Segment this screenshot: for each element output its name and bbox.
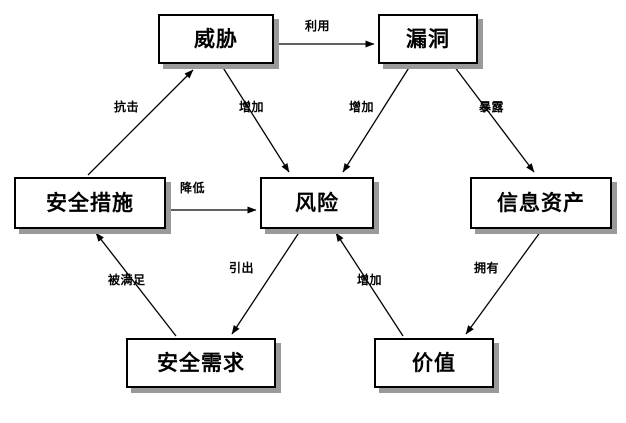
edge-label-reduce: 降低: [180, 181, 206, 195]
edge-e-assets-value: [465, 230, 542, 335]
node-information-assets-label: 信息资产: [497, 190, 585, 215]
edge-label-satisfied: 被满足: [108, 273, 146, 287]
edge-label-own: 拥有: [474, 261, 500, 275]
node-security-measures-label: 安全措施: [46, 190, 134, 215]
edge-label-increase-vuln: 增加: [349, 100, 375, 114]
edge-e-risk-req: [231, 230, 301, 335]
node-security-measures[interactable]: 安全措施: [14, 177, 166, 229]
node-risk-label: 风险: [295, 190, 339, 215]
node-information-assets[interactable]: 信息资产: [470, 177, 612, 229]
edge-e-vuln-risk: [342, 65, 411, 173]
edge-label-derive: 引出: [229, 261, 255, 275]
node-security-requirements[interactable]: 安全需求: [126, 338, 276, 388]
edge-e-threat-risk: [221, 65, 290, 173]
node-value[interactable]: 价值: [374, 338, 494, 388]
edge-label-counter: 抗击: [114, 100, 140, 114]
node-security-requirements-label: 安全需求: [157, 350, 245, 375]
edge-label-expose: 暴露: [479, 100, 505, 114]
edge-e-meas-threat: [87, 69, 194, 176]
edge-label-increase-threat: 增加: [239, 100, 265, 114]
edge-e-vuln-assets: [453, 65, 535, 173]
node-value-label: 价值: [412, 350, 456, 375]
edge-label-exploit: 利用: [305, 19, 331, 33]
node-vulnerability[interactable]: 漏洞: [378, 14, 478, 64]
node-threat-label: 威胁: [194, 26, 238, 51]
edge-label-increase-value: 增加: [357, 273, 383, 287]
node-risk[interactable]: 风险: [260, 177, 374, 229]
node-vulnerability-label: 漏洞: [406, 26, 450, 51]
node-threat[interactable]: 威胁: [158, 14, 274, 64]
